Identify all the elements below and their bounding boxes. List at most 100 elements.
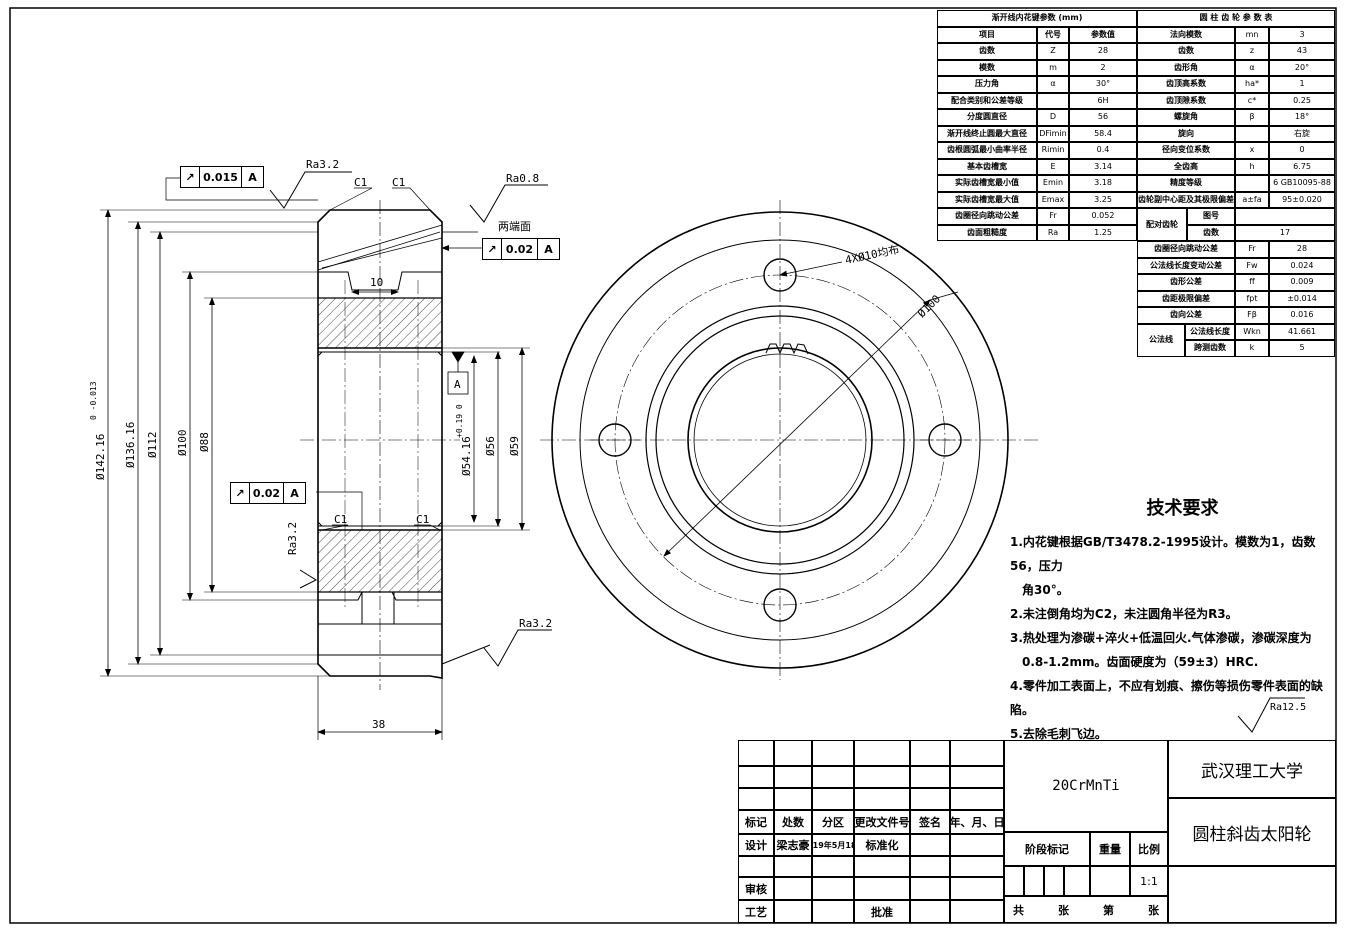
gear-table-cell: β — [1235, 109, 1269, 126]
datum-a-label: A — [454, 378, 461, 391]
d88-dim: Ø88 — [198, 432, 211, 452]
total-label: 共 — [1013, 903, 1024, 917]
common-normal-cell: 跨测齿数 — [1185, 340, 1235, 357]
gear-table-cell: ±0.014 — [1269, 290, 1335, 307]
material: 20CrMnTi — [1004, 740, 1168, 832]
revision-cell — [774, 766, 812, 788]
tech-req-item: 0.8-1.2mm。齿面硬度为（59±3）HRC. — [1022, 655, 1259, 669]
revision-cell — [738, 740, 774, 766]
spline-table-cell: Z — [1037, 43, 1069, 60]
d142-tol: 0 -0.013 — [89, 381, 98, 420]
gear-table-cell: 0 — [1269, 142, 1335, 159]
d142-dim: Ø142.16 — [94, 434, 107, 480]
num-label: 第 — [1103, 903, 1114, 917]
front-view — [540, 200, 1040, 680]
revision-cell — [910, 766, 950, 788]
gear-table-cell: 公法线长度变动公差 — [1137, 257, 1235, 274]
spline-table-cell: 28 — [1069, 43, 1137, 60]
spline-table-cell: 模数 — [937, 59, 1037, 76]
school-name: 武汉理工大学 — [1168, 740, 1336, 798]
gdt-frame-top: ↗ 0.015 A — [180, 166, 264, 188]
blank-cell — [854, 856, 910, 877]
common-normal-cell: 41.661 — [1269, 323, 1335, 340]
gdt-frame-right: ↗ 0.02 A — [482, 238, 560, 260]
mate-teeth-value: 17 — [1235, 224, 1335, 241]
c1-label-1: C1 — [354, 176, 367, 189]
gear-table-cell: 旋向 — [1137, 125, 1235, 142]
revision-cell — [950, 740, 1004, 766]
revision-cell — [812, 788, 854, 810]
spline-table-header: 代号 — [1037, 26, 1069, 43]
spline-table-title: 渐开线内花键参数 (mm) — [937, 10, 1137, 27]
blank-cell — [738, 856, 774, 877]
groove-dim: 10 — [370, 276, 383, 289]
revision-cell — [854, 788, 910, 810]
scale-value: 1:1 — [1130, 866, 1168, 896]
tech-req-item: 角30°。 — [1022, 583, 1069, 597]
gear-table-cell: 齿形角 — [1137, 59, 1235, 76]
process-label: 工艺 — [738, 900, 774, 923]
spline-table-cell: 56 — [1069, 109, 1137, 126]
d136-dim: Ø136.16 — [124, 422, 137, 468]
spline-table-cell: 实际齿槽宽最大值 — [937, 191, 1037, 208]
revision-cell — [854, 766, 910, 788]
gear-table-cell: 6.75 — [1269, 158, 1335, 175]
gdt-right-datum: A — [538, 238, 560, 260]
tech-req-list: 1.内花键根据GB/T3478.2-1995设计。模数为1，齿数56，压力角30… — [1010, 530, 1335, 746]
gear-table-cell: 0.016 — [1269, 307, 1335, 324]
blank-cell — [950, 877, 1004, 900]
mate-teeth-label: 齿数 — [1187, 224, 1235, 241]
spline-table-cell: E — [1037, 158, 1069, 175]
spline-table-cell: 3.25 — [1069, 191, 1137, 208]
spline-table-header: 参数值 — [1069, 26, 1137, 43]
gear-table-cell: 95±0.020 — [1269, 191, 1335, 208]
gear-table-cell — [1235, 175, 1269, 192]
gear-table-cell: α — [1235, 59, 1269, 76]
spline-table-cell: 3.18 — [1069, 175, 1137, 192]
spline-table-cell: 齿数 — [937, 43, 1037, 60]
gear-table-cell: 1 — [1269, 76, 1335, 93]
approve-label: 批准 — [854, 900, 910, 923]
spline-table-cell: 分度圆直径 — [937, 109, 1037, 126]
spline-table-cell: 基本齿槽宽 — [937, 158, 1037, 175]
revision-cell — [854, 740, 910, 766]
designer-name: 梁志豪 — [774, 834, 812, 856]
both-faces-label: 两端面 — [498, 220, 531, 233]
tech-requirements: 技术要求 1.内花键根据GB/T3478.2-1995设计。模数为1，齿数56，… — [1010, 494, 1335, 746]
roughness-symbol — [1237, 697, 1305, 733]
ra32-side-label: Ra3.2 — [286, 522, 299, 555]
gear-table-cell: 齿圈径向跳动公差 — [1137, 241, 1235, 258]
date-cell — [950, 834, 1004, 856]
runout-icon: ↗ — [180, 166, 200, 188]
revision-cell — [738, 788, 774, 810]
blank-cell — [812, 877, 854, 900]
ra08-label: Ra0.8 — [506, 172, 539, 185]
spline-table-cell: Emin — [1037, 175, 1069, 192]
review-label: 审核 — [738, 877, 774, 900]
gear-table-cell — [1235, 125, 1269, 142]
gear-table-cell: fpt — [1235, 290, 1269, 307]
spline-table-cell: 2 — [1069, 59, 1137, 76]
tech-req-item: 5.去除毛刺飞边。 — [1010, 727, 1107, 741]
gear-table-cell: Fr — [1235, 241, 1269, 258]
gear-table-title: 圆 柱 齿 轮 参 数 表 — [1137, 10, 1335, 27]
revision-cell — [950, 766, 1004, 788]
part-name: 圆柱斜齿太阳轮 — [1168, 798, 1336, 866]
sheets-label: 张 — [1058, 903, 1069, 917]
common-normal-cell: k — [1235, 340, 1269, 357]
standard-label: 标准化 — [854, 834, 910, 856]
ra32-bottom-label: Ra3.2 — [519, 617, 552, 630]
sheet-border — [9, 7, 1337, 924]
common-normal-cell: 公法线长度 — [1185, 323, 1235, 340]
d56-dim: Ø56 — [484, 436, 497, 456]
c1-label-3: C1 — [334, 513, 347, 526]
blank-cell — [950, 900, 1004, 923]
gear-table-cell: Fβ — [1235, 307, 1269, 324]
gear-table-cell: 全齿高 — [1137, 158, 1235, 175]
spline-table-cell: 齿面粗糙度 — [937, 224, 1037, 241]
blank-cell — [910, 856, 950, 877]
design-label: 设计 — [738, 834, 774, 856]
section-view — [100, 171, 552, 740]
tech-req-item: 2.未注倒角均为C2，未注圆角半径为R3。 — [1010, 607, 1238, 621]
